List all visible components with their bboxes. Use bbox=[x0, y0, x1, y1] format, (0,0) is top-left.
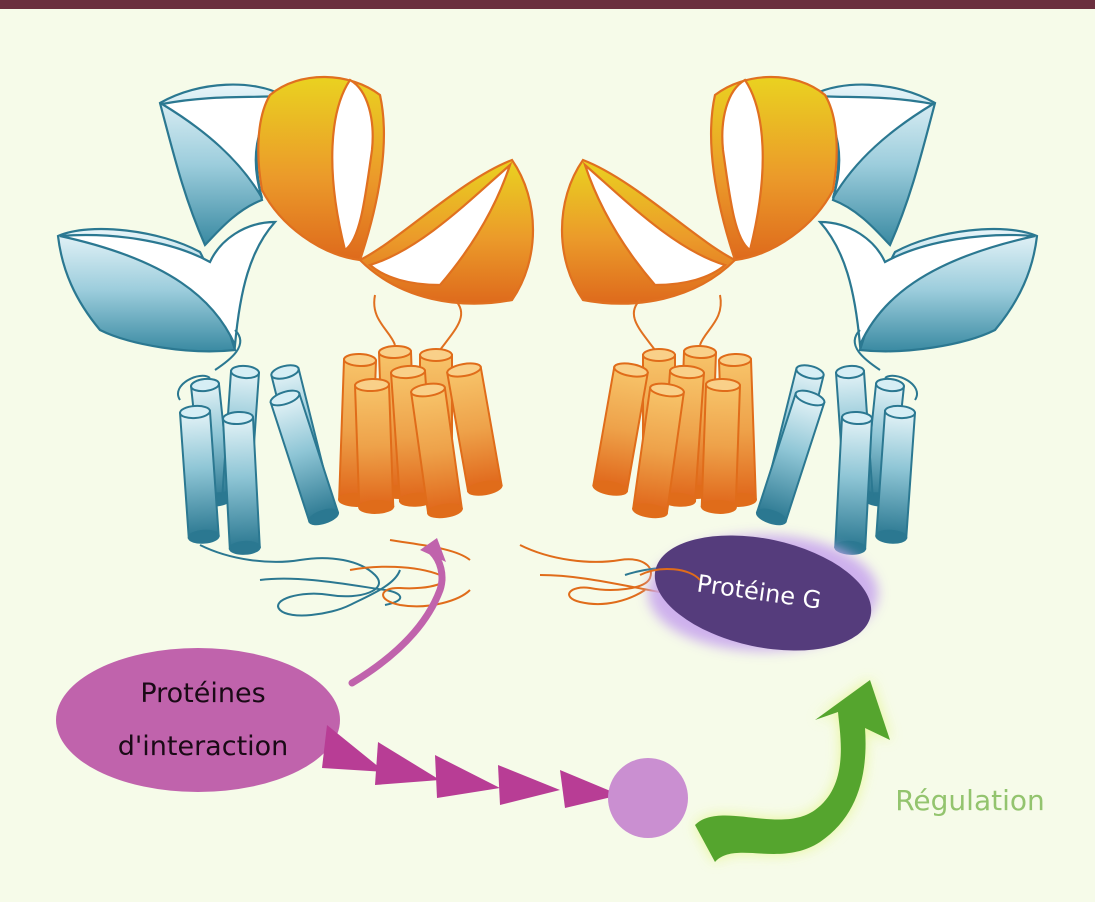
cascade-arrowhead-5 bbox=[560, 770, 620, 808]
interaction-proteins: Protéines d'interaction bbox=[56, 538, 446, 792]
cascade-arrowhead-4 bbox=[498, 765, 560, 805]
g-protein: Protéine G bbox=[639, 535, 878, 651]
interaction-arrowhead bbox=[420, 538, 446, 562]
cascade-arrowhead-3 bbox=[435, 755, 500, 798]
right-blue-extracellular-lobes bbox=[810, 83, 1039, 353]
cascade-arrowhead-1 bbox=[322, 725, 385, 772]
orange-extracellular-domains bbox=[257, 75, 838, 305]
intracellular-loops bbox=[199, 539, 729, 617]
interaction-label-line1: Protéines bbox=[140, 678, 265, 709]
interaction-label-line2: d'interaction bbox=[118, 731, 289, 762]
interaction-curve-arrow bbox=[348, 548, 446, 687]
left-blue-extracellular-lobes bbox=[56, 83, 285, 353]
linker-loops bbox=[177, 294, 918, 401]
cascade-arrowhead-2 bbox=[375, 742, 440, 785]
left-blue-transmembrane-helices bbox=[178, 364, 340, 555]
second-messenger-circle bbox=[608, 758, 688, 838]
signal-cascade bbox=[322, 725, 620, 808]
regulation-arrow bbox=[695, 680, 890, 862]
right-orange-transmembrane-helices bbox=[592, 344, 757, 519]
top-bar bbox=[0, 0, 1095, 9]
left-orange-transmembrane-helices bbox=[338, 344, 503, 519]
regulation-label: Régulation bbox=[895, 784, 1045, 817]
right-blue-transmembrane-helices bbox=[755, 364, 917, 555]
